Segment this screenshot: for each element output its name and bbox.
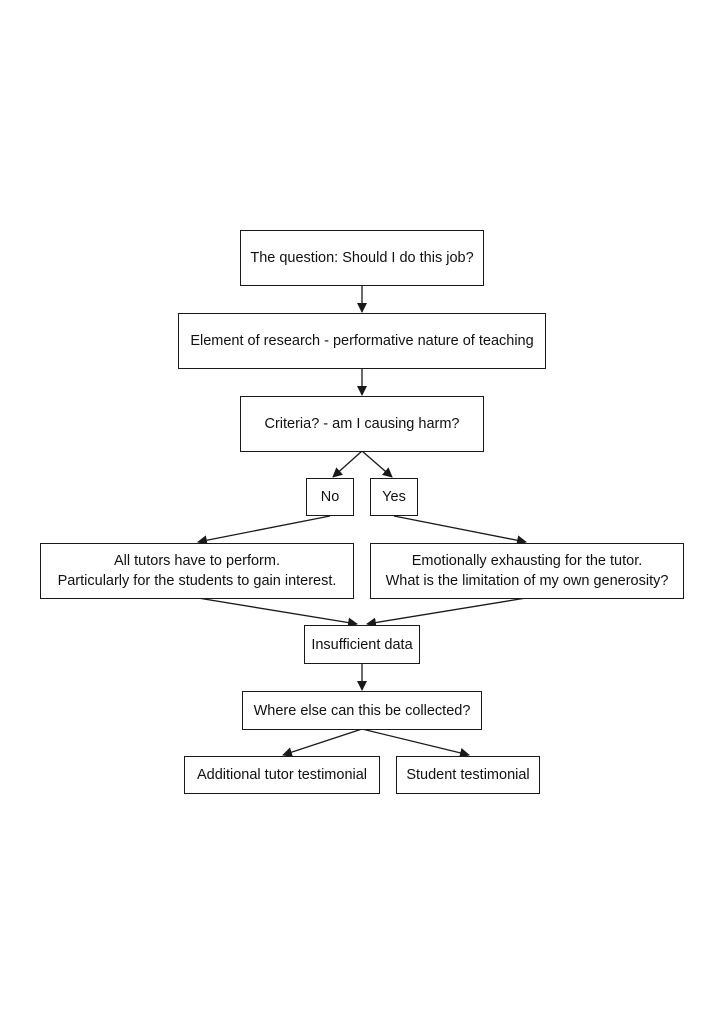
node-insufficient-label: Insufficient data xyxy=(311,636,413,653)
node-criteria-label: Criteria? - am I causing harm? xyxy=(264,416,460,432)
node-exhausting: Emotionally exhausting for the tutor. Wh… xyxy=(370,543,684,599)
node-exhausting-line1: Emotionally exhausting for the tutor. xyxy=(411,553,643,569)
node-yes: Yes xyxy=(370,478,418,516)
node-question-label: The question: Should I do this job? xyxy=(250,250,474,266)
node-no: No xyxy=(306,478,354,516)
node-student: Student testimonial xyxy=(396,756,540,794)
arrow-where-else-to-additional-tutor xyxy=(282,728,363,757)
node-additional-tutor: Additional tutor testimonial xyxy=(184,756,380,794)
arrow-criteria-to-yes xyxy=(361,450,393,478)
node-research-label: Element of research - performative natur… xyxy=(190,333,534,349)
node-where-else: Where else can this be collected? xyxy=(242,691,482,730)
node-no-label: No xyxy=(320,489,340,505)
node-insufficient: Insufficient data xyxy=(304,625,420,664)
arrow-yes-to-exhausting xyxy=(393,515,527,546)
node-perform-line2: Particularly for the students to gain in… xyxy=(57,573,337,589)
node-perform: All tutors have to perform. Particularly… xyxy=(40,543,354,599)
arrow-perform-to-insufficient xyxy=(197,597,358,628)
node-research: Element of research - performative natur… xyxy=(178,313,546,369)
node-student-label: Student testimonial xyxy=(406,767,530,783)
node-exhausting-line2: What is the limitation of my own generos… xyxy=(385,573,669,589)
arrow-exhausting-to-insufficient xyxy=(366,597,527,628)
node-yes-label: Yes xyxy=(382,489,406,505)
node-perform-line1: All tutors have to perform. xyxy=(113,553,280,569)
node-criteria: Criteria? - am I causing harm? xyxy=(240,396,484,452)
arrow-criteria-to-no xyxy=(332,450,363,478)
node-additional-tutor-label: Additional tutor testimonial xyxy=(196,767,368,783)
node-question: The question: Should I do this job? xyxy=(240,230,484,286)
arrow-no-to-perform xyxy=(197,515,331,546)
node-where-else-label: Where else can this be collected? xyxy=(253,702,471,719)
arrow-where-else-to-student xyxy=(361,728,470,758)
